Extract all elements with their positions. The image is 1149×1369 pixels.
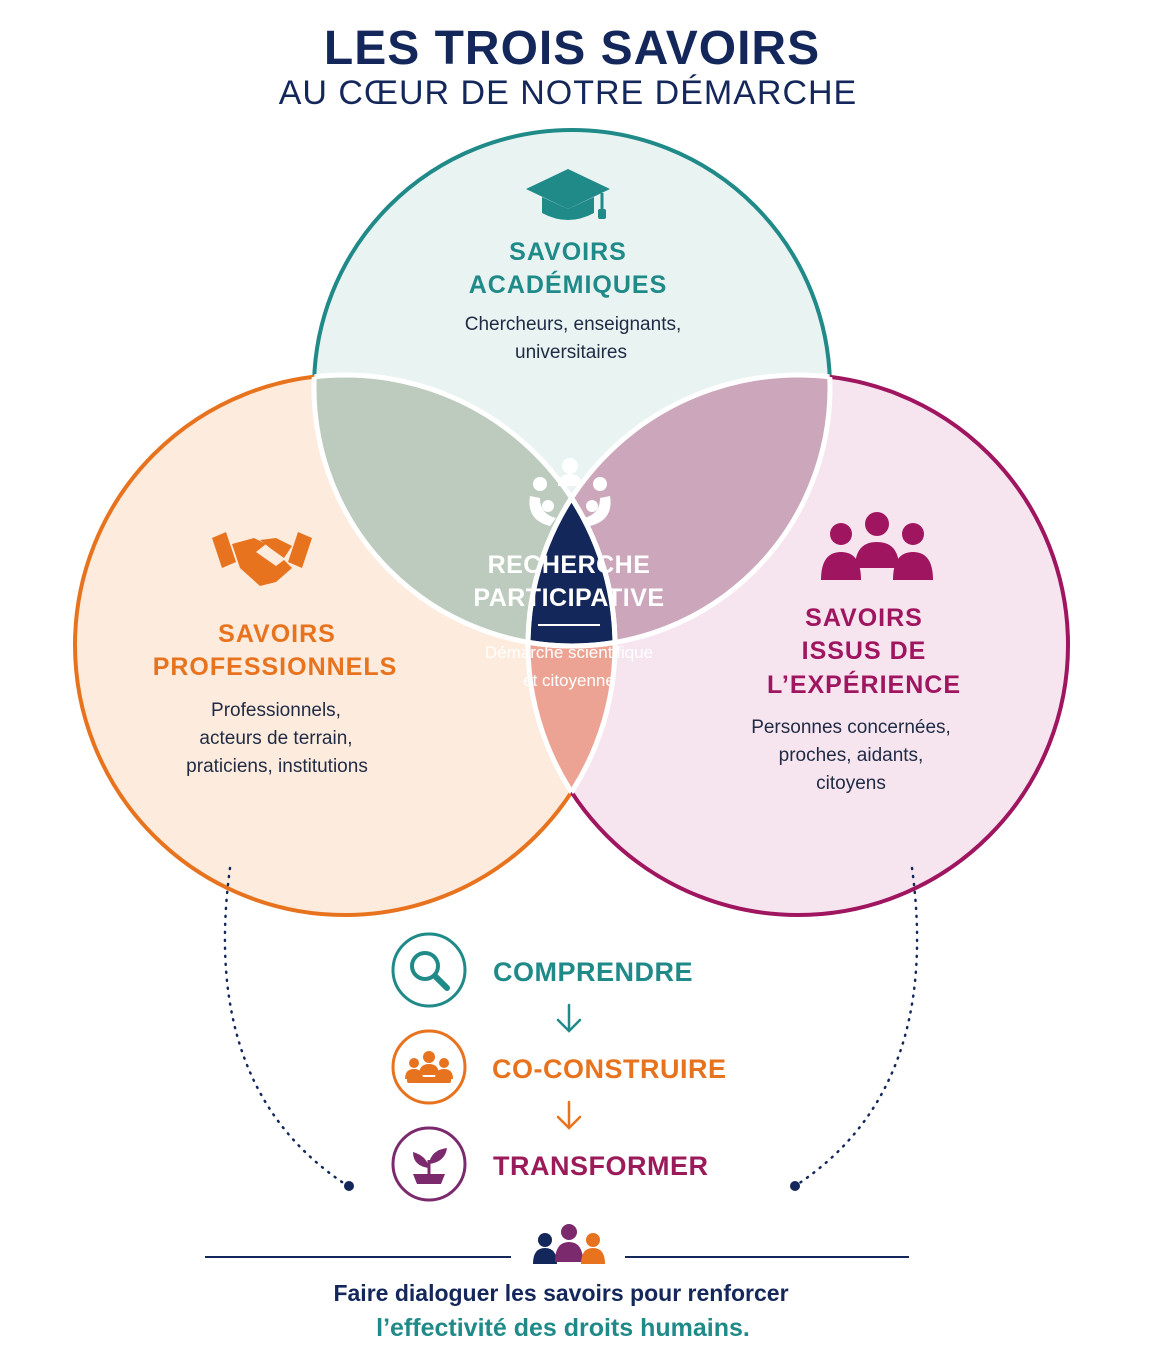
handshake-icon [212, 532, 312, 586]
step-comprendre-badge [391, 932, 467, 1008]
academic-desc-line-2: universitaires [515, 342, 627, 363]
academic-title-line-2: ACADÉMIQUES [469, 270, 668, 299]
team-icon [405, 1051, 453, 1083]
experience-title-line-3: L’EXPÉRIENCE [767, 670, 961, 699]
professional-title-line-2: PROFESSIONNELS [153, 653, 398, 681]
page-subtitle: AU CŒUR DE NOTRE DÉMARCHE [279, 74, 857, 112]
center-title-line-1: RECHERCHE [488, 551, 651, 579]
arrow-down-icon [556, 1003, 582, 1033]
dotted-arc-right-end [790, 1181, 800, 1191]
academic-title-line-1: SAVOIRS [509, 238, 627, 266]
professional-title-line-1: SAVOIRS [218, 620, 336, 648]
footer-line-2: l’effectivité des droits humains. [376, 1314, 750, 1342]
participation-circle-icon [529, 458, 611, 526]
experience-desc-line-2: proches, aidants, [779, 745, 924, 766]
professional-desc-line-1: Professionnels, [211, 700, 341, 721]
graduation-cap-icon [526, 169, 610, 220]
experience-title-line-2: ISSUS DE [802, 637, 927, 665]
step-coconstruire-label: CO-CONSTRUIRE [492, 1054, 727, 1084]
professional-desc-line-2: acteurs de terrain, [199, 728, 352, 749]
sprout-icon [413, 1148, 447, 1184]
step-comprendre-label: COMPRENDRE [493, 957, 693, 987]
people-group-icon [821, 512, 933, 580]
experience-desc-line-1: Personnes concernées, [751, 717, 951, 738]
experience-title-line-1: SAVOIRS [805, 604, 923, 632]
center-title-line-2: PARTICIPATIVE [473, 584, 664, 612]
arrow-down-icon [556, 1100, 582, 1130]
center-desc-line-2: et citoyenne [523, 671, 615, 690]
footer-line-1: Faire dialoguer les savoirs pour renforc… [333, 1280, 788, 1306]
search-icon [410, 951, 450, 991]
academic-desc-line-1: Chercheurs, enseignants, [465, 314, 682, 335]
professional-desc-line-3: praticiens, institutions [186, 756, 368, 777]
page-title: LES TROIS SAVOIRS [324, 22, 820, 75]
people-group-icon [533, 1224, 605, 1264]
step-transformer-label: TRANSFORMER [493, 1151, 709, 1181]
center-desc-line-1: Démarche scientifique [485, 643, 653, 662]
dotted-arc-right [793, 866, 919, 1188]
experience-desc-line-3: citoyens [816, 773, 886, 794]
dotted-arc-left-end [344, 1181, 354, 1191]
dotted-arc-left [223, 866, 350, 1188]
